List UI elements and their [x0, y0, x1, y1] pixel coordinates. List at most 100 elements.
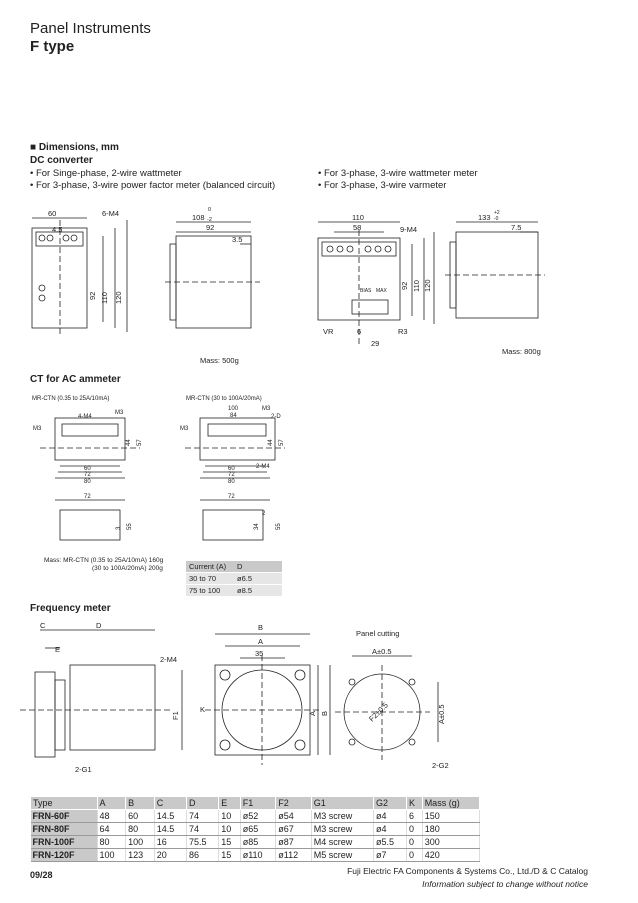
table-cell: ø6.5 [234, 572, 282, 585]
ct-model-b: MR-CTN (30 to 100A/20mA) [186, 396, 262, 402]
ct-table-header: D [234, 561, 282, 573]
table-cell: ø112 [275, 848, 312, 862]
table-cell: ø52 [240, 809, 277, 823]
table-cell: 100 [125, 835, 155, 849]
table-cell: 74 [186, 809, 220, 823]
ct-label: 44 [268, 439, 274, 446]
dim-label: 108 [192, 213, 205, 222]
fm-label: A [258, 637, 263, 646]
ct-mass-line1: Mass: MR-CTN (0.35 to 25A/10mA) 160g [44, 557, 164, 564]
ct-label: 80 [84, 479, 91, 485]
spec-header: E [218, 796, 241, 810]
table-cell: ø54 [275, 809, 312, 823]
spec-header: F1 [239, 796, 277, 810]
ct-label: M3 [33, 426, 42, 432]
ct-label: M3 [180, 426, 189, 432]
ct-label: 80 [228, 479, 235, 485]
ct-label: M3 [115, 410, 124, 416]
table-cell: ø65 [240, 822, 277, 836]
spec-header: Mass (g) [421, 796, 481, 810]
dim-label: 120 [114, 291, 123, 304]
dim-label: 6 [357, 327, 361, 336]
table-cell: ø4 [373, 822, 407, 836]
dim-label: 4.5 [52, 225, 62, 234]
table-cell: ø110 [240, 848, 277, 862]
table-cell: M3 screw [311, 809, 375, 823]
dim-label: 58 [353, 223, 361, 232]
fm-label: F2±0.5 [367, 701, 390, 724]
dim-label: 0 [208, 207, 211, 213]
table-cell: ø85 [240, 835, 277, 849]
spec-header: A [96, 796, 127, 810]
dim-label: 3.5 [232, 235, 242, 244]
table-cell: 10 [218, 822, 241, 836]
ct-label: 34 [254, 523, 260, 530]
table-cell: 6 [406, 809, 423, 823]
table-cell: 10 [218, 809, 241, 823]
disclaimer-footer: Information subject to change without no… [422, 879, 588, 889]
dim-label: 92 [206, 223, 214, 232]
ct-label: 55 [276, 523, 282, 530]
fm-label: B [258, 623, 263, 632]
ct-table-header: Current (A) [186, 561, 234, 573]
spec-header: Type [30, 796, 98, 810]
ct-label: 55 [127, 523, 133, 530]
ct-label: 2-D [271, 414, 281, 420]
dim-label: -2 [207, 217, 212, 223]
table-cell: 15 [218, 848, 241, 862]
dim-label: 60 [48, 209, 56, 218]
catalog-footer: Fuji Electric FA Components & Systems Co… [347, 866, 588, 876]
fm-label: 2-G1 [75, 765, 92, 774]
ct-label: 57 [137, 439, 143, 446]
converter-front-body [31, 227, 88, 329]
fm-label: D [96, 621, 102, 630]
freq-meter-side-body [69, 664, 156, 751]
mass-left: Mass: 500g [200, 356, 239, 365]
table-cell: ø5.5 [373, 835, 407, 849]
ct-label: 3 [116, 526, 122, 530]
ct-label: 44 [126, 439, 132, 446]
fm-label: 2-M4 [160, 655, 177, 664]
table-cell: ø8.5 [234, 584, 282, 596]
ct-label: M3 [262, 406, 271, 412]
fm-label: Panel cutting [356, 629, 399, 638]
page-number: 09/28 [30, 870, 53, 880]
dim-label: 110 [100, 292, 109, 304]
dim-label: 110 [412, 280, 421, 292]
dim-label: +2 [494, 210, 500, 216]
ct-label: 4-M4 [78, 414, 92, 420]
spec-header: C [153, 796, 188, 810]
page-title: Panel Instruments [30, 20, 151, 37]
ct-label: 57 [279, 439, 285, 446]
fm-label: A±0.5 [437, 704, 446, 724]
table-cell: 16 [154, 835, 188, 849]
table-cell: 20 [154, 848, 188, 862]
fm-label: E [55, 645, 60, 654]
table-cell: 86 [186, 848, 220, 862]
bullet-left-2: • For 3-phase, 3-wire power factor meter… [30, 180, 276, 191]
dim-label: 9-M4 [400, 225, 417, 234]
table-cell: 80 [125, 822, 155, 836]
spec-header: G2 [373, 796, 407, 810]
table-cell: M4 screw [311, 835, 375, 849]
fm-label: K [200, 705, 205, 714]
ct-b-body [199, 417, 276, 461]
ct-label: 60 [84, 466, 91, 472]
ct-label: 72 [228, 494, 235, 500]
ct-label: 2-M4 [256, 464, 270, 470]
dim-label: 110 [352, 213, 364, 222]
fm-label: B [320, 711, 329, 716]
dim-label: 6-M4 [102, 209, 119, 218]
table-cell: 75 to 100 [186, 584, 234, 596]
ct-heading: CT for AC ammeter [30, 374, 121, 385]
table-cell: 180 [422, 822, 481, 836]
fm-label: F1 [171, 711, 180, 720]
ct-label: 60 [228, 466, 235, 472]
table-cell: 100 [97, 848, 127, 862]
ct-label: 72 [228, 472, 235, 478]
ct-label: 2 [262, 511, 266, 517]
fm-label: A±0.5 [372, 647, 392, 656]
